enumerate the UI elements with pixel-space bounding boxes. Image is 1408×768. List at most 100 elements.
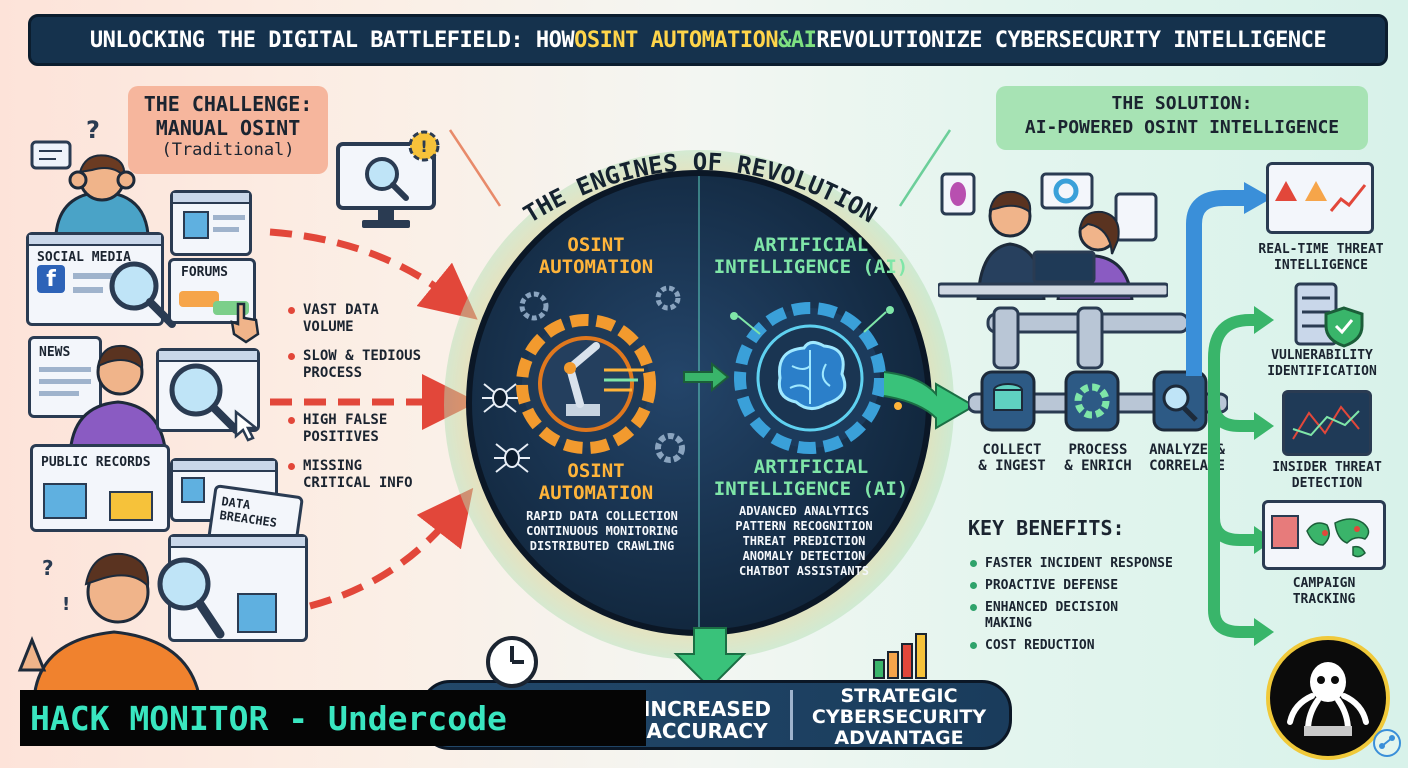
hack-monitor-watermark: HACK MONITOR - Undercode	[20, 690, 646, 746]
ai-feature: ANOMALY DETECTION	[742, 549, 866, 563]
social-media-window: SOCIAL MEDIA f	[26, 232, 164, 326]
clock-icon	[486, 636, 538, 688]
profile-avatar-icon	[183, 211, 209, 239]
solution-title-line2: AI-POWERED OSINT INTELLIGENCE	[1024, 117, 1340, 138]
osint-feature: CONTINUOUS MONITORING	[526, 524, 678, 538]
magnifier-icon	[109, 261, 176, 328]
title-part2: OSINT AUTOMATION	[574, 27, 779, 53]
engine-divider	[698, 176, 700, 630]
problem-item: HIGH FALSE POSITIVES	[288, 412, 448, 446]
cursor-icon	[234, 409, 260, 442]
bullet-dot-icon	[970, 560, 977, 567]
monitor-search-icon	[336, 142, 436, 228]
source-label-social-media: SOCIAL MEDIA	[37, 250, 131, 265]
question-mark-icon: ?	[42, 556, 54, 580]
pointer-hand-icon	[230, 302, 260, 344]
output-vulnerability: VULNERABILITY IDENTIFICATION	[1267, 348, 1377, 379]
solution-title-line1: THE SOLUTION:	[1111, 93, 1253, 114]
network-chart-icon	[1292, 405, 1360, 440]
source-label-public-records: PUBLIC RECORDS	[41, 455, 151, 470]
pipeline-step-collect: COLLECT & INGEST	[978, 442, 1046, 474]
problems-list: VAST DATA VOLUME SLOW & TEDIOUS PROCESS …	[288, 302, 448, 492]
profile-avatar-icon	[1271, 515, 1299, 549]
robot-arm-gear-icon	[516, 285, 681, 454]
output-branch-arrows	[1186, 182, 1274, 646]
campaign-map-window	[1262, 500, 1386, 570]
server-shield-icon	[1294, 282, 1364, 348]
octopus-logo	[1266, 636, 1390, 760]
solution-header: THE SOLUTION: AI-POWERED OSINT INTELLIGE…	[996, 86, 1368, 150]
bullet-dot-icon	[288, 352, 295, 360]
alert-gear-icon: !	[408, 130, 440, 162]
spider-icon	[482, 383, 518, 413]
challenge-title-line2: MANUAL OSINT	[155, 116, 301, 140]
insider-threat-window	[1282, 390, 1372, 456]
osint-bottom-title: OSINT AUTOMATION	[538, 460, 654, 504]
svg-text:!: !	[420, 137, 427, 156]
source-label-forums: FORUMS	[181, 265, 228, 280]
ai-bottom-title: ARTIFICIAL INTELLIGENCE (AI)	[713, 456, 909, 500]
magnifier-icon	[157, 557, 225, 639]
bullet-dot-icon	[970, 642, 977, 649]
ai-feature: CHATBOT ASSISTANTS	[738, 564, 870, 578]
source-label-news: NEWS	[39, 345, 71, 360]
benefit-item: COST REDUCTION	[970, 638, 1200, 654]
pipeline-step-process: PROCESS & ENRICH	[1064, 442, 1132, 474]
analysts-at-desk-icon	[938, 172, 1168, 300]
bottom-divider	[790, 690, 793, 740]
bullet-dot-icon	[288, 306, 295, 314]
title-banner: UNLOCKING THE DIGITAL BATTLEFIELD: HOW O…	[28, 14, 1388, 66]
spider-icon	[494, 443, 530, 473]
ai-features: ADVANCED ANALYTICS PATTERN RECOGNITION T…	[704, 504, 904, 579]
benefit-item: ENHANCED DECISION MAKING	[970, 600, 1200, 632]
exclamation-icon: !	[62, 594, 71, 615]
strategic-advantage-label: STRATEGIC CYBERSECURITY ADVANTAGE	[811, 685, 987, 749]
profile-card-window	[170, 190, 252, 256]
speech-bubble-icon	[30, 140, 72, 170]
ai-top-title: ARTIFICIAL INTELLIGENCE (AI)	[713, 234, 909, 278]
output-campaign: CAMPAIGN TRACKING	[1292, 576, 1356, 607]
bullet-dot-icon	[288, 462, 295, 470]
engine-output-arrow-icon	[883, 371, 976, 430]
challenge-header: THE CHALLENGE: MANUAL OSINT (Traditional…	[128, 86, 328, 174]
benefit-item: FASTER INCIDENT RESPONSE	[970, 556, 1200, 572]
engine-arc-lines	[448, 129, 952, 207]
id-photo-icon	[43, 483, 87, 519]
title-part3: &	[778, 27, 791, 53]
benefit-item: PROACTIVE DEFENSE	[970, 578, 1200, 594]
warning-icon	[1305, 181, 1327, 201]
gear-icon	[655, 433, 685, 463]
profile-avatar-icon	[181, 477, 205, 503]
input-arrows	[269, 228, 478, 610]
osint-features: RAPID DATA COLLECTION CONTINUOUS MONITOR…	[504, 509, 700, 554]
challenge-subtitle: (Traditional)	[161, 140, 295, 160]
bullet-dot-icon	[288, 416, 295, 424]
challenge-title-line1: THE CHALLENGE:	[143, 92, 313, 116]
warning-icon	[1275, 181, 1297, 201]
chat-bubble-icon	[179, 291, 219, 307]
world-map-icon	[1306, 518, 1370, 558]
output-realtime-threat: REAL-TIME THREAT INTELLIGENCE	[1258, 242, 1384, 273]
problem-item: MISSING CRITICAL INFO	[288, 458, 448, 492]
public-records-window: PUBLIC RECORDS	[30, 444, 170, 532]
magnifier-icon	[169, 363, 240, 434]
facebook-icon: f	[37, 265, 65, 293]
folder-icon	[109, 491, 153, 521]
ai-feature: ADVANCED ANALYTICS	[738, 504, 870, 518]
increased-accuracy-label: INCREASED ACCURACY	[642, 697, 772, 743]
bar-chart-icon	[873, 633, 927, 679]
bullet-dot-icon	[970, 604, 977, 611]
trend-chart-icon	[1329, 184, 1367, 212]
key-benefits-title: KEY BENEFITS:	[968, 516, 1125, 540]
worried-person-icon	[17, 552, 202, 700]
title-part1: UNLOCKING THE DIGITAL BATTLEFIELD: HOW	[89, 27, 575, 53]
pipeline-step-analyze: ANALYZE & CORRELATE	[1149, 442, 1225, 474]
image-tile-icon	[237, 593, 277, 633]
osint-feature: DISTRIBUTED CRAWLING	[529, 539, 675, 553]
output-insider-threat: INSIDER THREAT DETECTION	[1272, 460, 1382, 491]
problem-item: VAST DATA VOLUME	[288, 302, 448, 336]
ai-feature: THREAT PREDICTION	[742, 534, 866, 548]
title-part4: AI	[790, 27, 817, 53]
pipeline-machine-icon	[968, 306, 1228, 432]
forums-window: FORUMS	[168, 258, 256, 324]
